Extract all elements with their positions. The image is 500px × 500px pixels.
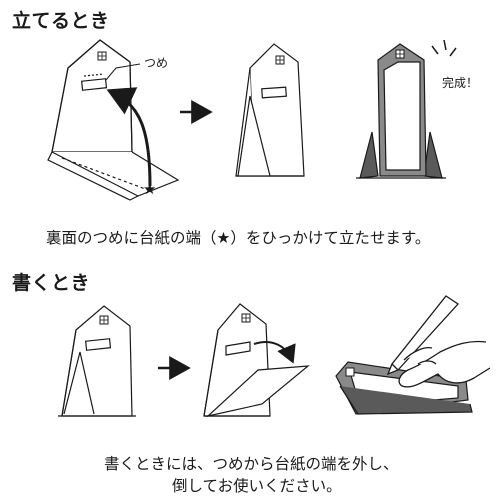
section2-title: 書くとき	[12, 272, 91, 294]
section1-caption: 裏面のつめに台紙の端（★）をひっかけて立たせます。	[46, 229, 431, 247]
stand-step1-figure	[47, 39, 180, 201]
write-step2-figure	[203, 303, 310, 418]
tab-label: つめ	[144, 56, 169, 70]
complete-label: 完成！	[442, 76, 479, 90]
stand-complete-figure	[356, 43, 446, 179]
sparkle-lines	[431, 39, 457, 57]
section1-title: 立てるとき	[12, 10, 110, 32]
hand-figure	[398, 340, 491, 388]
release-arrow	[253, 341, 296, 364]
section2-caption-line2: 倒してお使いください。	[172, 477, 342, 495]
star-marker: ★	[143, 180, 157, 198]
write-flat-figure	[335, 361, 473, 415]
write-step1-figure	[58, 305, 136, 417]
pen-figure	[386, 295, 459, 376]
section2-caption-line1: 書くときには、つめから台紙の端を外し、	[104, 455, 399, 473]
stand-step2-figure	[235, 43, 305, 177]
curve-arrow	[106, 87, 152, 187]
